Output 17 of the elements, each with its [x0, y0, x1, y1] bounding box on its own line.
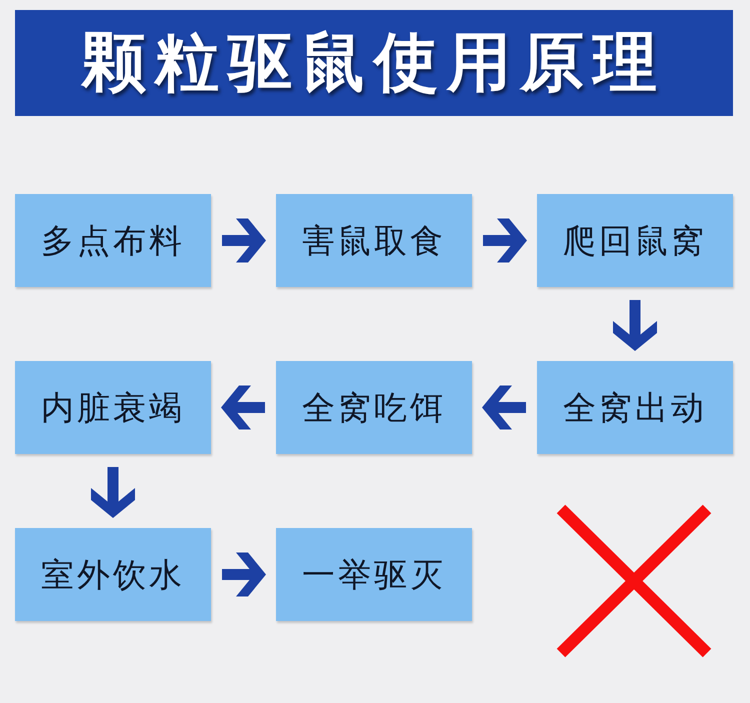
step-text: 全窝吃饵 [302, 388, 446, 426]
process-box [15, 361, 211, 454]
process-box [276, 194, 472, 287]
step-text: 一举驱灭 [302, 556, 446, 594]
process-box [276, 361, 472, 454]
step-text: 室外饮水 [41, 556, 185, 594]
process-box [537, 361, 733, 454]
step-text: 爬回鼠窝 [563, 222, 707, 260]
process-box [276, 528, 472, 621]
process-box [15, 194, 211, 287]
step-text: 全窝出动 [563, 388, 707, 426]
process-box [537, 194, 733, 287]
step-text: 害鼠取食 [302, 222, 446, 260]
step-text: 内脏衰竭 [41, 388, 185, 426]
title: 颗粒驱鼠使用原理 [82, 28, 666, 98]
step-text: 多点布料 [41, 222, 185, 260]
process-box [15, 528, 211, 621]
